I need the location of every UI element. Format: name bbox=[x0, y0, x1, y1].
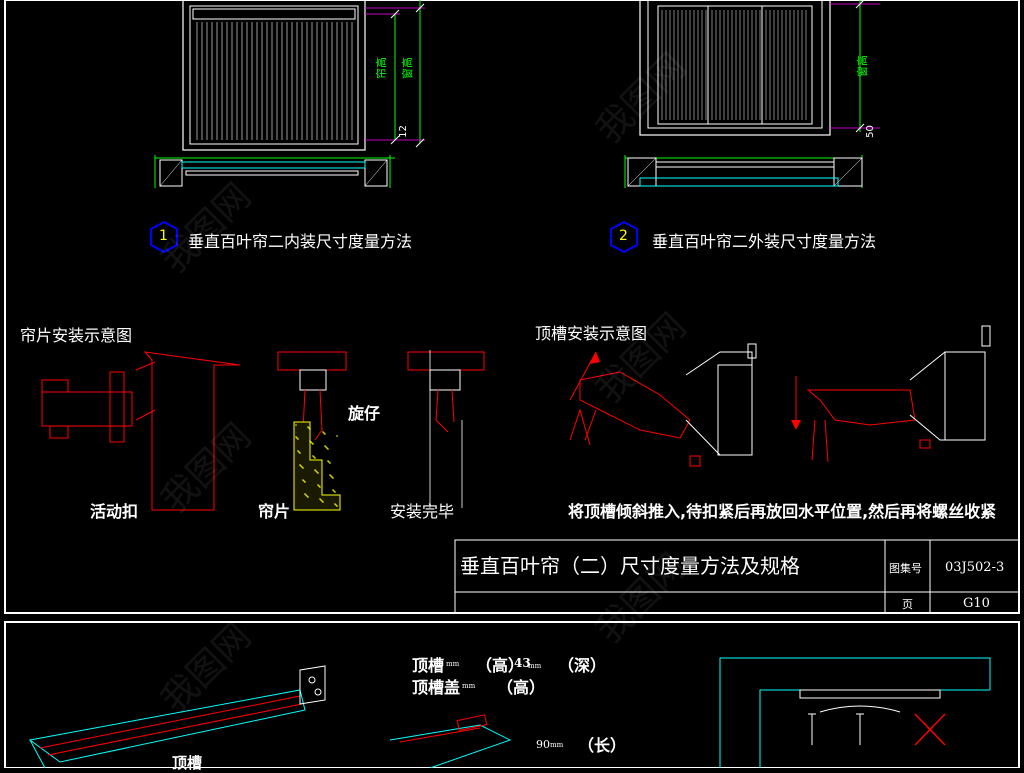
bottom-sheet-border bbox=[4, 621, 1020, 768]
page-label: 页 bbox=[902, 598, 913, 611]
length-value: 90 bbox=[536, 738, 550, 751]
spec-line1-a: 顶槽 bbox=[412, 656, 445, 675]
spec-line2-b: （高） bbox=[497, 678, 546, 697]
length-unit: mm bbox=[550, 741, 564, 749]
clip-label: 活动扣 bbox=[90, 502, 139, 521]
spec-line2-unit: mm bbox=[462, 682, 476, 690]
ceiling-mount-section-drawing bbox=[719, 657, 991, 768]
figure1-window-plan bbox=[154, 155, 395, 188]
done-label: 安装完毕 bbox=[390, 502, 455, 521]
track-section-title: 顶槽安装示意图 bbox=[535, 324, 648, 343]
figure1-number-hexagon bbox=[150, 220, 178, 254]
atlas-label: 图集号 bbox=[889, 562, 922, 575]
track-install-note: 将顶槽倾斜推入,待扣紧后再放回水平位置,然后再将螺丝收紧 bbox=[568, 502, 997, 521]
figure2-window-elevation bbox=[639, 0, 880, 136]
figure1-inner-height-label: 帘高 bbox=[375, 57, 388, 79]
slat-install-swivel-drawing bbox=[277, 351, 347, 511]
spec-line1-d: （深） bbox=[558, 656, 607, 675]
track-isometric-drawing bbox=[28, 665, 326, 768]
slat-install-complete-drawing bbox=[407, 350, 485, 508]
figure1-outer-height-label: 窗高 bbox=[401, 57, 414, 79]
figure2-window-plan bbox=[624, 155, 863, 188]
track-install-tilt-drawing bbox=[569, 343, 757, 467]
figure2-number: 2 bbox=[619, 228, 628, 244]
swivel-label: 旋仔 bbox=[348, 404, 381, 423]
figure2-outer-height-label: 窗高 bbox=[856, 55, 869, 77]
slat-label: 帘片 bbox=[258, 502, 291, 521]
figure1-window-elevation bbox=[182, 0, 425, 151]
track-install-level-drawing bbox=[791, 325, 991, 463]
slat-section-title: 帘片安装示意图 bbox=[20, 326, 133, 345]
slat-install-clip-drawing bbox=[41, 351, 241, 511]
track-bottom-label: 顶槽 bbox=[172, 754, 203, 772]
figure1-number: 1 bbox=[159, 228, 168, 244]
figure1-small-dim: 12 bbox=[397, 125, 409, 138]
spec-line2-a: 顶槽盖 bbox=[412, 678, 461, 697]
length-label: （长） bbox=[578, 736, 627, 755]
spec-line1-c: 43 bbox=[514, 656, 531, 670]
track-cover-isometric-drawing bbox=[389, 714, 512, 768]
atlas-value: 03J502-3 bbox=[945, 560, 1005, 575]
figure2-gap-dim: 50 bbox=[864, 125, 876, 138]
title-block bbox=[454, 539, 1020, 614]
figure2-number-hexagon bbox=[610, 220, 638, 254]
spec-line1-unit: mm bbox=[446, 660, 460, 668]
spec-line1-b: （高） bbox=[476, 656, 525, 675]
page-value: G10 bbox=[963, 596, 990, 611]
figure1-caption: 垂直百叶帘二内装尺寸度量方法 bbox=[188, 232, 413, 251]
drawing-title: 垂直百叶帘（二）尺寸度量方法及规格 bbox=[460, 554, 800, 578]
figure2-caption: 垂直百叶帘二外装尺寸度量方法 bbox=[652, 232, 877, 251]
spec-line1-unit2: mm bbox=[528, 662, 542, 670]
